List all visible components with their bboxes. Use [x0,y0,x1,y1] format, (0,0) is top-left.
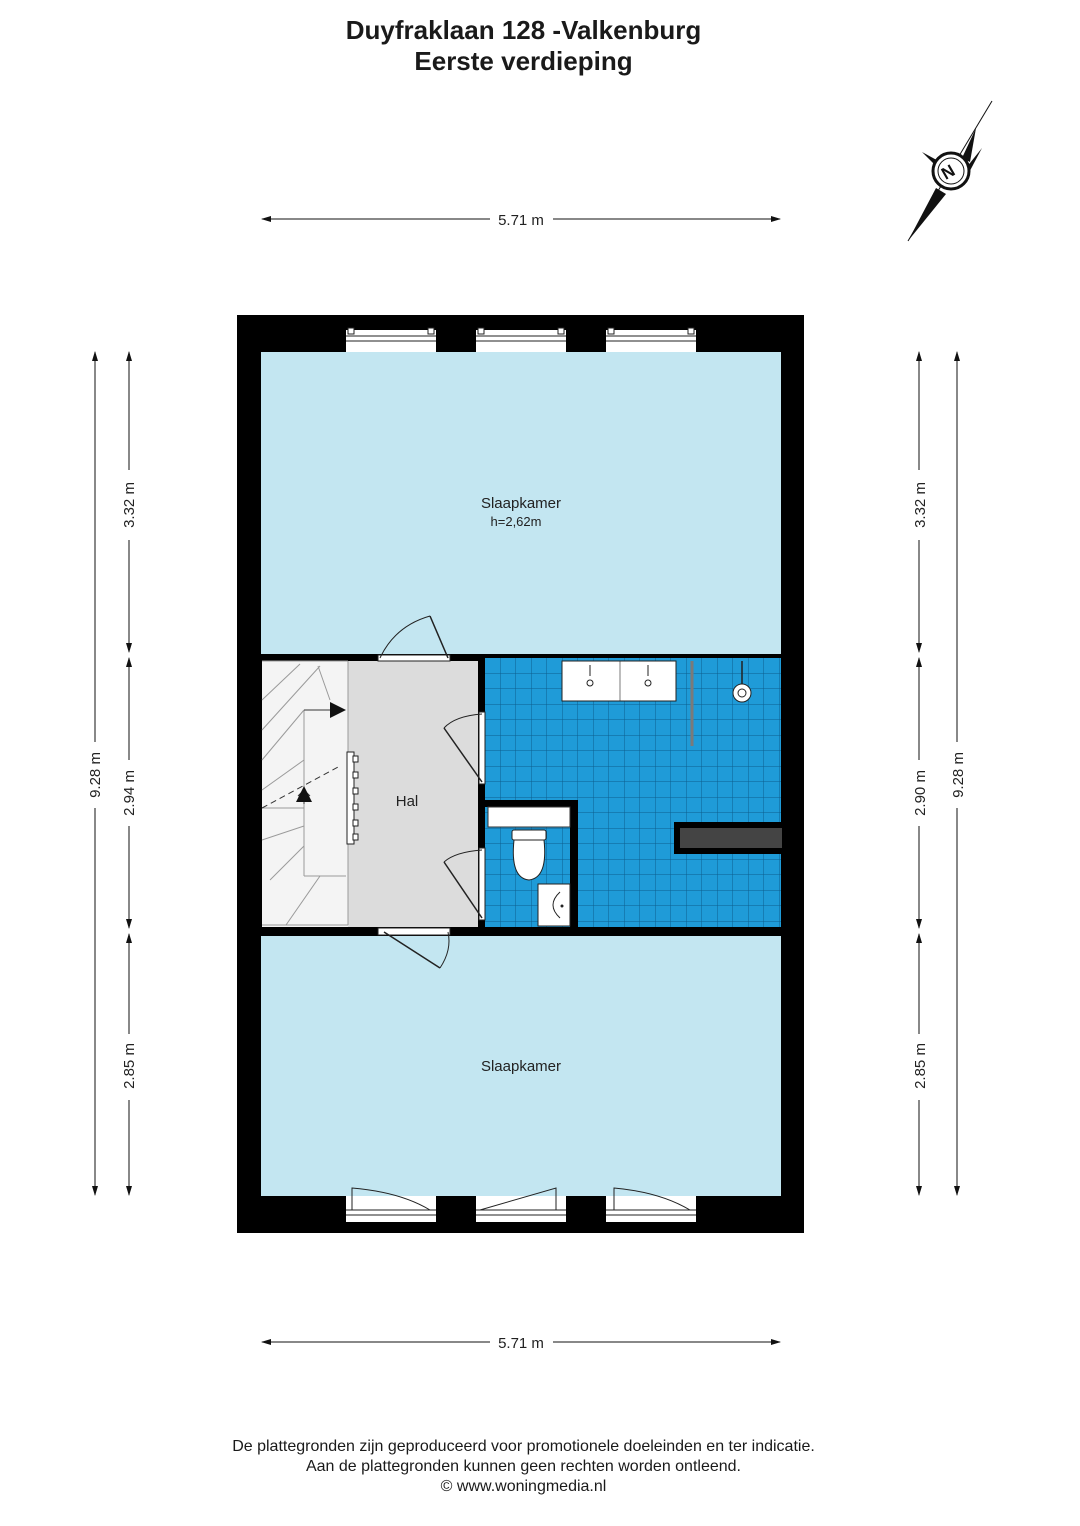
door-bedroom-bottom [377,927,451,969]
stair-arrow [296,786,312,802]
window-top [346,327,436,352]
hand-basin-icon [537,883,571,927]
double-sink [561,660,677,702]
bathroom-niche-inner [680,828,782,848]
shower-head-icon [732,661,752,703]
toilet-shelf [487,806,571,828]
plan-subtitle: Eerste verdieping [414,46,633,76]
stair-railing [346,751,359,845]
door-bedroom-top [377,615,451,662]
plan-title: Duyfraklaan 128 -Valkenburg [345,15,702,45]
window-bottom [606,1187,696,1222]
dim-top-width: 5.71 m [498,212,544,229]
bedroom-top-height: h=2,62m [491,514,542,529]
dim-right-bottom: 2.85 m [912,1043,929,1089]
bedroom-bottom-floor [261,936,781,1196]
dim-right-mid: 2.90 m [912,770,929,816]
interior-wall [570,800,578,930]
toilet-icon [511,829,547,881]
disclaimer-line: De plattegronden zijn geproduceerd voor … [232,1438,815,1455]
stair-walk-line [261,765,341,809]
hall-label: Hal [396,793,419,810]
dim-bottom-width: 5.71 m [498,1335,544,1352]
dim-left-mid: 2.94 m [121,770,138,816]
interior-wall [478,654,485,934]
dim-right-total: 9.28 m [950,752,967,798]
interior-wall [480,927,781,936]
door-bathroom [443,711,486,785]
hall-floor [348,661,478,927]
dim-right-top: 3.32 m [912,482,929,528]
window-top [606,327,696,352]
window-top [476,327,566,352]
dim-left-total: 9.28 m [87,752,104,798]
copyright-link[interactable]: © www.woningmedia.nl [440,1478,607,1495]
stair-arrow [330,702,346,718]
dim-left-bottom: 2.85 m [121,1043,138,1089]
window-bottom [476,1187,566,1222]
disclaimer: De plattegronden zijn geproduceerd voor … [0,1437,1047,1497]
dim-left-top: 3.32 m [121,482,138,528]
bedroom-bottom-label: Slaapkamer [481,1058,561,1075]
compass-icon: N [907,100,993,242]
disclaimer-line: Aan de plattegronden kunnen geen rechten… [305,1458,741,1475]
interior-wall [478,800,578,807]
door-toilet [443,847,486,921]
bedroom-top-label: Slaapkamer [481,495,561,512]
window-bottom [346,1187,436,1222]
bedroom-top-floor [261,352,781,654]
